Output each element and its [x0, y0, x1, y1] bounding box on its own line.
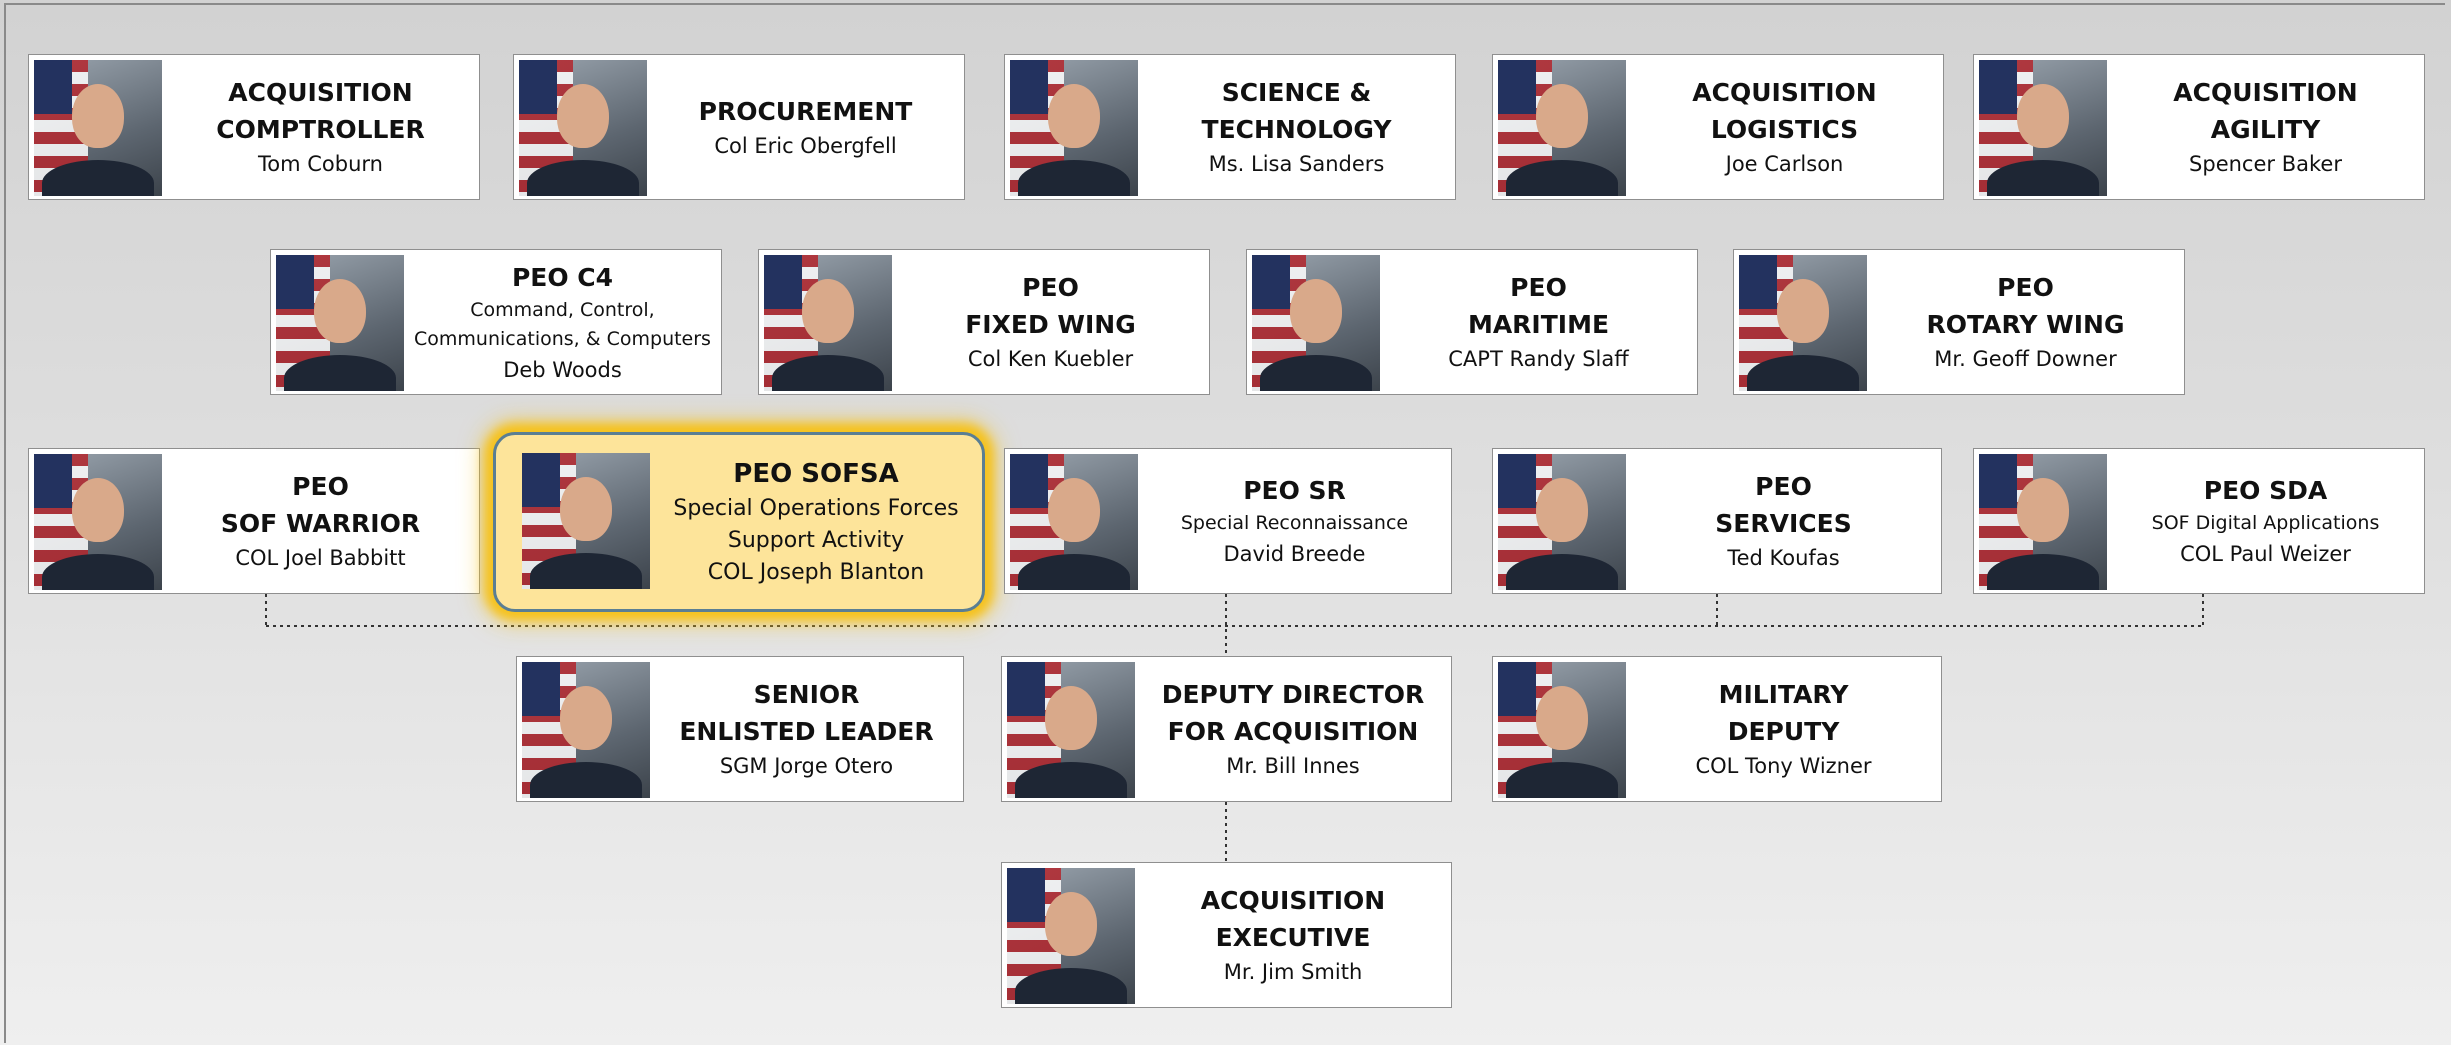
card-person-name: CAPT Randy Slaff — [1448, 347, 1629, 371]
card-description: Command, Control, — [470, 298, 655, 321]
card-acquisition-logistics: ACQUISITION LOGISTICS Joe Carlson — [1492, 54, 1944, 200]
card-title: PEO — [1510, 273, 1567, 302]
card-procurement: PROCUREMENT Col Eric Obergfell — [513, 54, 965, 200]
card-title: PROCUREMENT — [698, 96, 913, 126]
card-title: MARITIME — [1467, 310, 1610, 339]
card-person-name: Joe Carlson — [1725, 152, 1844, 176]
card-person-name: Mr. Jim Smith — [1223, 960, 1363, 984]
portrait-photo — [1498, 454, 1626, 590]
card-title: DEPUTY — [1727, 717, 1840, 746]
card-description: Support Activity — [727, 527, 905, 553]
card-person-name: Mr. Geoff Downer — [1934, 347, 2117, 371]
card-peo-sof-warrior: PEO SOF WARRIOR COL Joel Babbitt — [28, 448, 480, 594]
card-title: PEO SDA — [2203, 476, 2328, 505]
portrait-photo — [276, 255, 404, 391]
card-acquisition-agility: ACQUISITION AGILITY Spencer Baker — [1973, 54, 2425, 200]
card-person-name: COL Tony Wizner — [1695, 754, 1872, 778]
card-peo-sofsa-highlighted: PEO SOFSA Special Operations Forces Supp… — [493, 432, 985, 612]
card-title: PEO — [1022, 273, 1079, 302]
card-person-name: COL Paul Weizer — [2180, 542, 2351, 566]
portrait-photo — [1007, 868, 1135, 1004]
card-person-name: Tom Coburn — [258, 152, 383, 176]
card-acquisition-comptroller: ACQUISITION COMPTROLLER Tom Coburn — [28, 54, 480, 200]
portrait-photo — [764, 255, 892, 391]
card-title: ACQUISITION — [228, 78, 413, 107]
card-person-name: David Breede — [1223, 542, 1366, 566]
card-military-deputy: MILITARY DEPUTY COL Tony Wizner — [1492, 656, 1942, 802]
card-title: ACQUISITION — [1692, 78, 1877, 107]
portrait-photo — [1979, 60, 2107, 196]
card-person-name: COL Joseph Blanton — [707, 559, 925, 585]
card-title: PEO SOFSA — [733, 458, 899, 489]
card-peo-services: PEO SERVICES Ted Koufas — [1492, 448, 1942, 594]
card-science-technology: SCIENCE & TECHNOLOGY Ms. Lisa Sanders — [1004, 54, 1456, 200]
card-title: PEO — [1755, 472, 1812, 501]
card-title: SERVICES — [1715, 509, 1852, 538]
card-senior-enlisted-leader: SENIOR ENLISTED LEADER SGM Jorge Otero — [516, 656, 964, 802]
card-person-name: SGM Jorge Otero — [719, 754, 894, 778]
card-title: MILITARY — [1718, 680, 1849, 709]
card-title: SCIENCE & — [1221, 78, 1372, 107]
card-person-name: Deb Woods — [503, 357, 622, 382]
card-title: LOGISTICS — [1710, 115, 1859, 144]
portrait-photo — [1252, 255, 1380, 391]
card-title: PEO — [1997, 273, 2054, 302]
card-title: TECHNOLOGY — [1201, 115, 1392, 144]
card-person-name: Col Ken Kuebler — [967, 347, 1134, 371]
portrait-photo — [522, 662, 650, 798]
card-title: PEO — [292, 472, 349, 501]
portrait-photo — [1979, 454, 2107, 590]
portrait-photo — [1010, 60, 1138, 196]
card-peo-c4: PEO C4 Command, Control, Communications,… — [270, 249, 722, 395]
chart-frame — [4, 3, 2445, 1043]
card-acquisition-executive: ACQUISITION EXECUTIVE Mr. Jim Smith — [1001, 862, 1452, 1008]
card-peo-sda: PEO SDA SOF Digital Applications COL Pau… — [1973, 448, 2425, 594]
card-description: SOF Digital Applications — [2151, 512, 2380, 534]
card-title: PEO SR — [1243, 476, 1346, 505]
card-peo-maritime: PEO MARITIME CAPT Randy Slaff — [1246, 249, 1698, 395]
portrait-photo — [1498, 662, 1626, 798]
portrait-photo — [1498, 60, 1626, 196]
card-peo-rotary-wing: PEO ROTARY WING Mr. Geoff Downer — [1733, 249, 2185, 395]
card-title: SOF WARRIOR — [220, 509, 421, 538]
card-person-name: Col Eric Obergfell — [714, 133, 897, 158]
portrait-photo — [34, 454, 162, 590]
card-title: ENLISTED LEADER — [679, 717, 934, 746]
card-title: ACQUISITION — [1200, 886, 1386, 915]
card-person-name: Ms. Lisa Sanders — [1208, 152, 1385, 176]
card-peo-sr: PEO SR Special Reconnaissance David Bree… — [1004, 448, 1452, 594]
card-person-name: Ted Koufas — [1727, 546, 1840, 570]
card-description: Special Operations Forces — [673, 495, 959, 521]
card-deputy-director-acquisition: DEPUTY DIRECTOR FOR ACQUISITION Mr. Bill… — [1001, 656, 1452, 802]
card-description: Communications, & Computers — [414, 327, 711, 350]
portrait-photo — [1007, 662, 1135, 798]
card-title: SENIOR — [753, 680, 860, 709]
card-description: Special Reconnaissance — [1180, 512, 1409, 534]
card-peo-fixed-wing: PEO FIXED WING Col Ken Kuebler — [758, 249, 1210, 395]
card-title: ACQUISITION — [2173, 78, 2358, 107]
card-person-name: Mr. Bill Innes — [1226, 754, 1360, 778]
card-title: EXECUTIVE — [1215, 923, 1371, 952]
card-title: DEPUTY DIRECTOR — [1161, 680, 1425, 709]
portrait-photo — [1010, 454, 1138, 590]
card-title: FIXED WING — [965, 310, 1136, 339]
card-title: AGILITY — [2210, 115, 2321, 144]
portrait-photo — [519, 60, 647, 196]
card-title: COMPTROLLER — [216, 115, 425, 144]
portrait-photo — [522, 453, 650, 589]
card-title: FOR ACQUISITION — [1167, 717, 1419, 746]
card-title: ROTARY WING — [1926, 310, 2125, 339]
card-person-name: Spencer Baker — [2189, 152, 2342, 176]
card-title: PEO C4 — [511, 262, 614, 292]
portrait-photo — [1739, 255, 1867, 391]
card-person-name: COL Joel Babbitt — [235, 546, 406, 570]
portrait-photo — [34, 60, 162, 196]
